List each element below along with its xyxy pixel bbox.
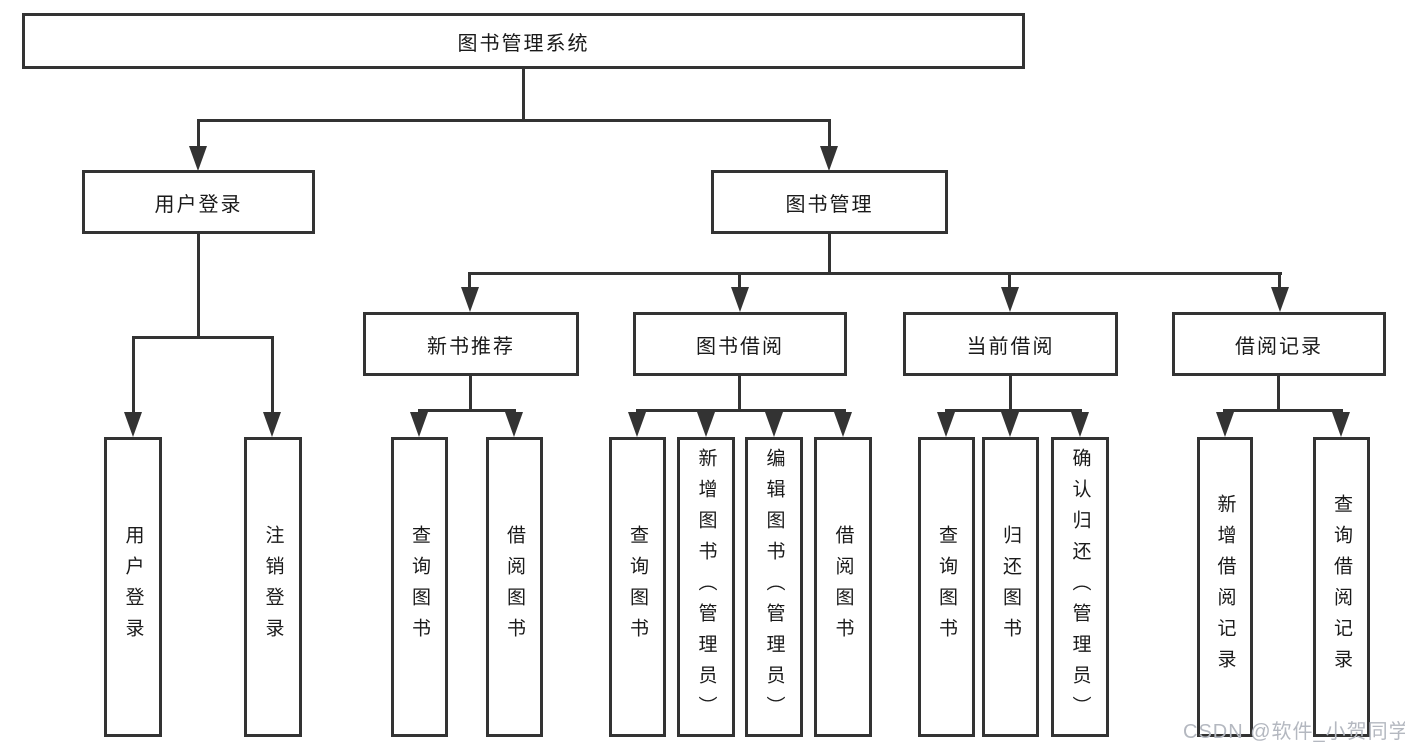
connector-borrow-records-trunk (1277, 376, 1280, 410)
leaf-user-login: 用户登录 (104, 437, 162, 737)
connector-user-login-rail (133, 336, 274, 339)
node-borrowing-records: 借阅记录 (1172, 312, 1386, 376)
arrow-down-icon (1071, 412, 1089, 437)
arrow-down-icon (834, 412, 852, 437)
leaf-add-borrow-record: 新增借阅记录 (1197, 437, 1253, 737)
connector-current-borrow-trunk (1009, 376, 1012, 410)
arrow-down-icon (461, 287, 479, 312)
connector-root-trunk (522, 68, 525, 120)
leaf-borrow-books: 借阅图书 (486, 437, 543, 737)
connector-book-mgmt-stub (1278, 272, 1281, 290)
leaf-borrow-books: 借阅图书 (814, 437, 872, 737)
node-new-book-recommendation: 新书推荐 (363, 312, 579, 376)
arrow-down-icon (189, 146, 207, 171)
connector-book-mgmt-stub (1008, 272, 1011, 290)
arrow-down-icon (1332, 412, 1350, 437)
connector-current-borrow-rail (945, 409, 1082, 412)
arrow-down-icon (628, 412, 646, 437)
arrow-down-icon (1216, 412, 1234, 437)
connector-book-mgmt-stub (738, 272, 741, 290)
connector-root-stub-left (197, 119, 200, 149)
connector-book-mgmt-stub (468, 272, 471, 290)
arrow-down-icon (1271, 287, 1289, 312)
node-user-login: 用户登录 (82, 170, 315, 234)
arrow-down-icon (410, 412, 428, 437)
leaf-edit-book-admin: 编辑图书（管理员） (745, 437, 803, 737)
arrow-down-icon (820, 146, 838, 171)
arrow-down-icon (124, 412, 142, 437)
connector-root-stub-right (828, 119, 831, 149)
leaf-logout: 注销登录 (244, 437, 302, 737)
connector-book-mgmt-trunk (828, 234, 831, 274)
node-book-management: 图书管理 (711, 170, 948, 234)
connector-new-book-trunk (469, 376, 472, 410)
leaf-query-borrow-record: 查询借阅记录 (1313, 437, 1370, 737)
node-library-management-system: 图书管理系统 (22, 13, 1025, 69)
arrow-down-icon (697, 412, 715, 437)
connector-root-rail (197, 119, 831, 122)
arrow-down-icon (505, 412, 523, 437)
watermark-text: CSDN @软件_小贺同学 (1183, 721, 1405, 743)
arrow-down-icon (263, 412, 281, 437)
connector-user-login-trunk (197, 234, 200, 337)
leaf-return-book: 归还图书 (982, 437, 1039, 737)
arrow-down-icon (731, 287, 749, 312)
connector-borrow-records-rail (1223, 409, 1343, 412)
arrow-down-icon (937, 412, 955, 437)
connector-book-borrow-rail (636, 409, 846, 412)
connector-book-mgmt-rail (468, 272, 1282, 275)
connector-user-login-stub (132, 336, 135, 414)
connector-user-login-stub (271, 336, 274, 414)
arrow-down-icon (1001, 412, 1019, 437)
leaf-query-books: 查询图书 (609, 437, 666, 737)
arrow-down-icon (1001, 287, 1019, 312)
leaf-query-books: 查询图书 (918, 437, 975, 737)
node-current-borrowing: 当前借阅 (903, 312, 1118, 376)
node-book-borrowing: 图书借阅 (633, 312, 847, 376)
leaf-add-book-admin: 新增图书（管理员） (677, 437, 735, 737)
arrow-down-icon (765, 412, 783, 437)
connector-book-borrow-trunk (738, 376, 741, 410)
leaf-confirm-return-admin: 确认归还（管理员） (1051, 437, 1109, 737)
connector-new-book-rail (418, 409, 516, 412)
leaf-query-books: 查询图书 (391, 437, 448, 737)
